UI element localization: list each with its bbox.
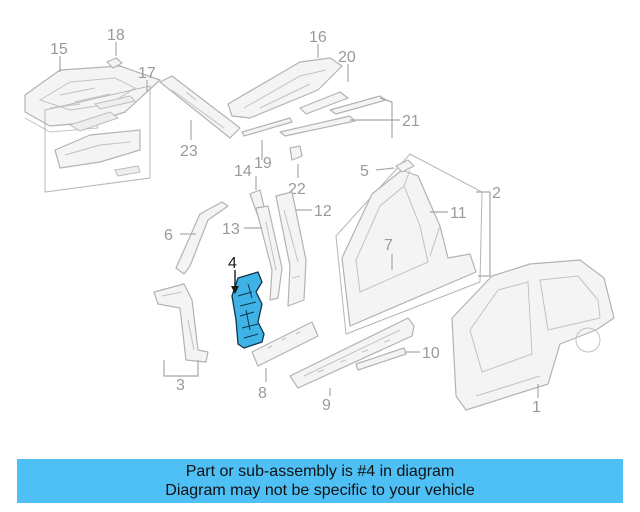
callout-3: 3 [176, 377, 185, 394]
callout-19: 19 [254, 155, 272, 172]
banner-line-2: Diagram may not be specific to your vehi… [165, 482, 475, 499]
part-13-pillar-inner [255, 205, 283, 301]
part-1-body-side [451, 259, 615, 411]
part-12-pillar-outer [275, 191, 307, 307]
callout-18: 18 [107, 27, 125, 44]
part-9-rocker [289, 317, 415, 389]
leader-3 [163, 360, 199, 377]
leader-2 [476, 191, 491, 277]
callout-13: 13 [222, 221, 240, 238]
callout-7: 7 [384, 237, 393, 254]
info-banner: Part or sub-assembly is #4 in diagram Di… [17, 459, 623, 503]
callout-1: 1 [532, 399, 541, 416]
part-2-inner-panel [335, 153, 483, 335]
callout-16: 16 [309, 29, 327, 46]
callout-8: 8 [258, 385, 267, 402]
part-10-strip [355, 347, 407, 371]
part-5-cap [395, 159, 415, 173]
callout-9: 9 [322, 397, 331, 414]
callout-10: 10 [422, 345, 440, 362]
callout-4: 4 [228, 255, 237, 272]
leader-5 [375, 167, 395, 171]
callout-11: 11 [450, 205, 467, 222]
callout-5: 5 [360, 163, 369, 180]
part-15-floor-pan [24, 65, 161, 133]
callout-12: 12 [314, 203, 332, 220]
arrow-4 [231, 286, 239, 294]
callout-6: 6 [164, 227, 173, 244]
leader-21 [350, 97, 400, 138]
callout-23: 23 [180, 143, 198, 160]
banner-line-1: Part or sub-assembly is #4 in diagram [185, 463, 455, 480]
part-8-panel [251, 321, 319, 367]
part-21-rails [279, 95, 387, 137]
part-17-assembly-box [44, 85, 151, 193]
part-18-clip [106, 57, 123, 69]
callout-2: 2 [492, 185, 501, 202]
callout-15: 15 [50, 41, 68, 58]
callout-21: 21 [402, 113, 420, 130]
part-23-rail [159, 75, 241, 139]
callout-14: 14 [234, 163, 252, 180]
part-20-bracket [299, 91, 349, 115]
part-19-strip [241, 117, 293, 137]
part-6-arch [175, 201, 229, 275]
parts-diagram: 15 18 17 23 16 20 21 [24, 27, 615, 416]
part-16-front-floor [227, 57, 343, 119]
callout-17: 17 [138, 65, 156, 82]
part-3-bracket [153, 283, 209, 363]
callout-20: 20 [338, 49, 356, 66]
part-22-clip [289, 145, 303, 161]
part-4-highlighted[interactable] [231, 271, 265, 349]
